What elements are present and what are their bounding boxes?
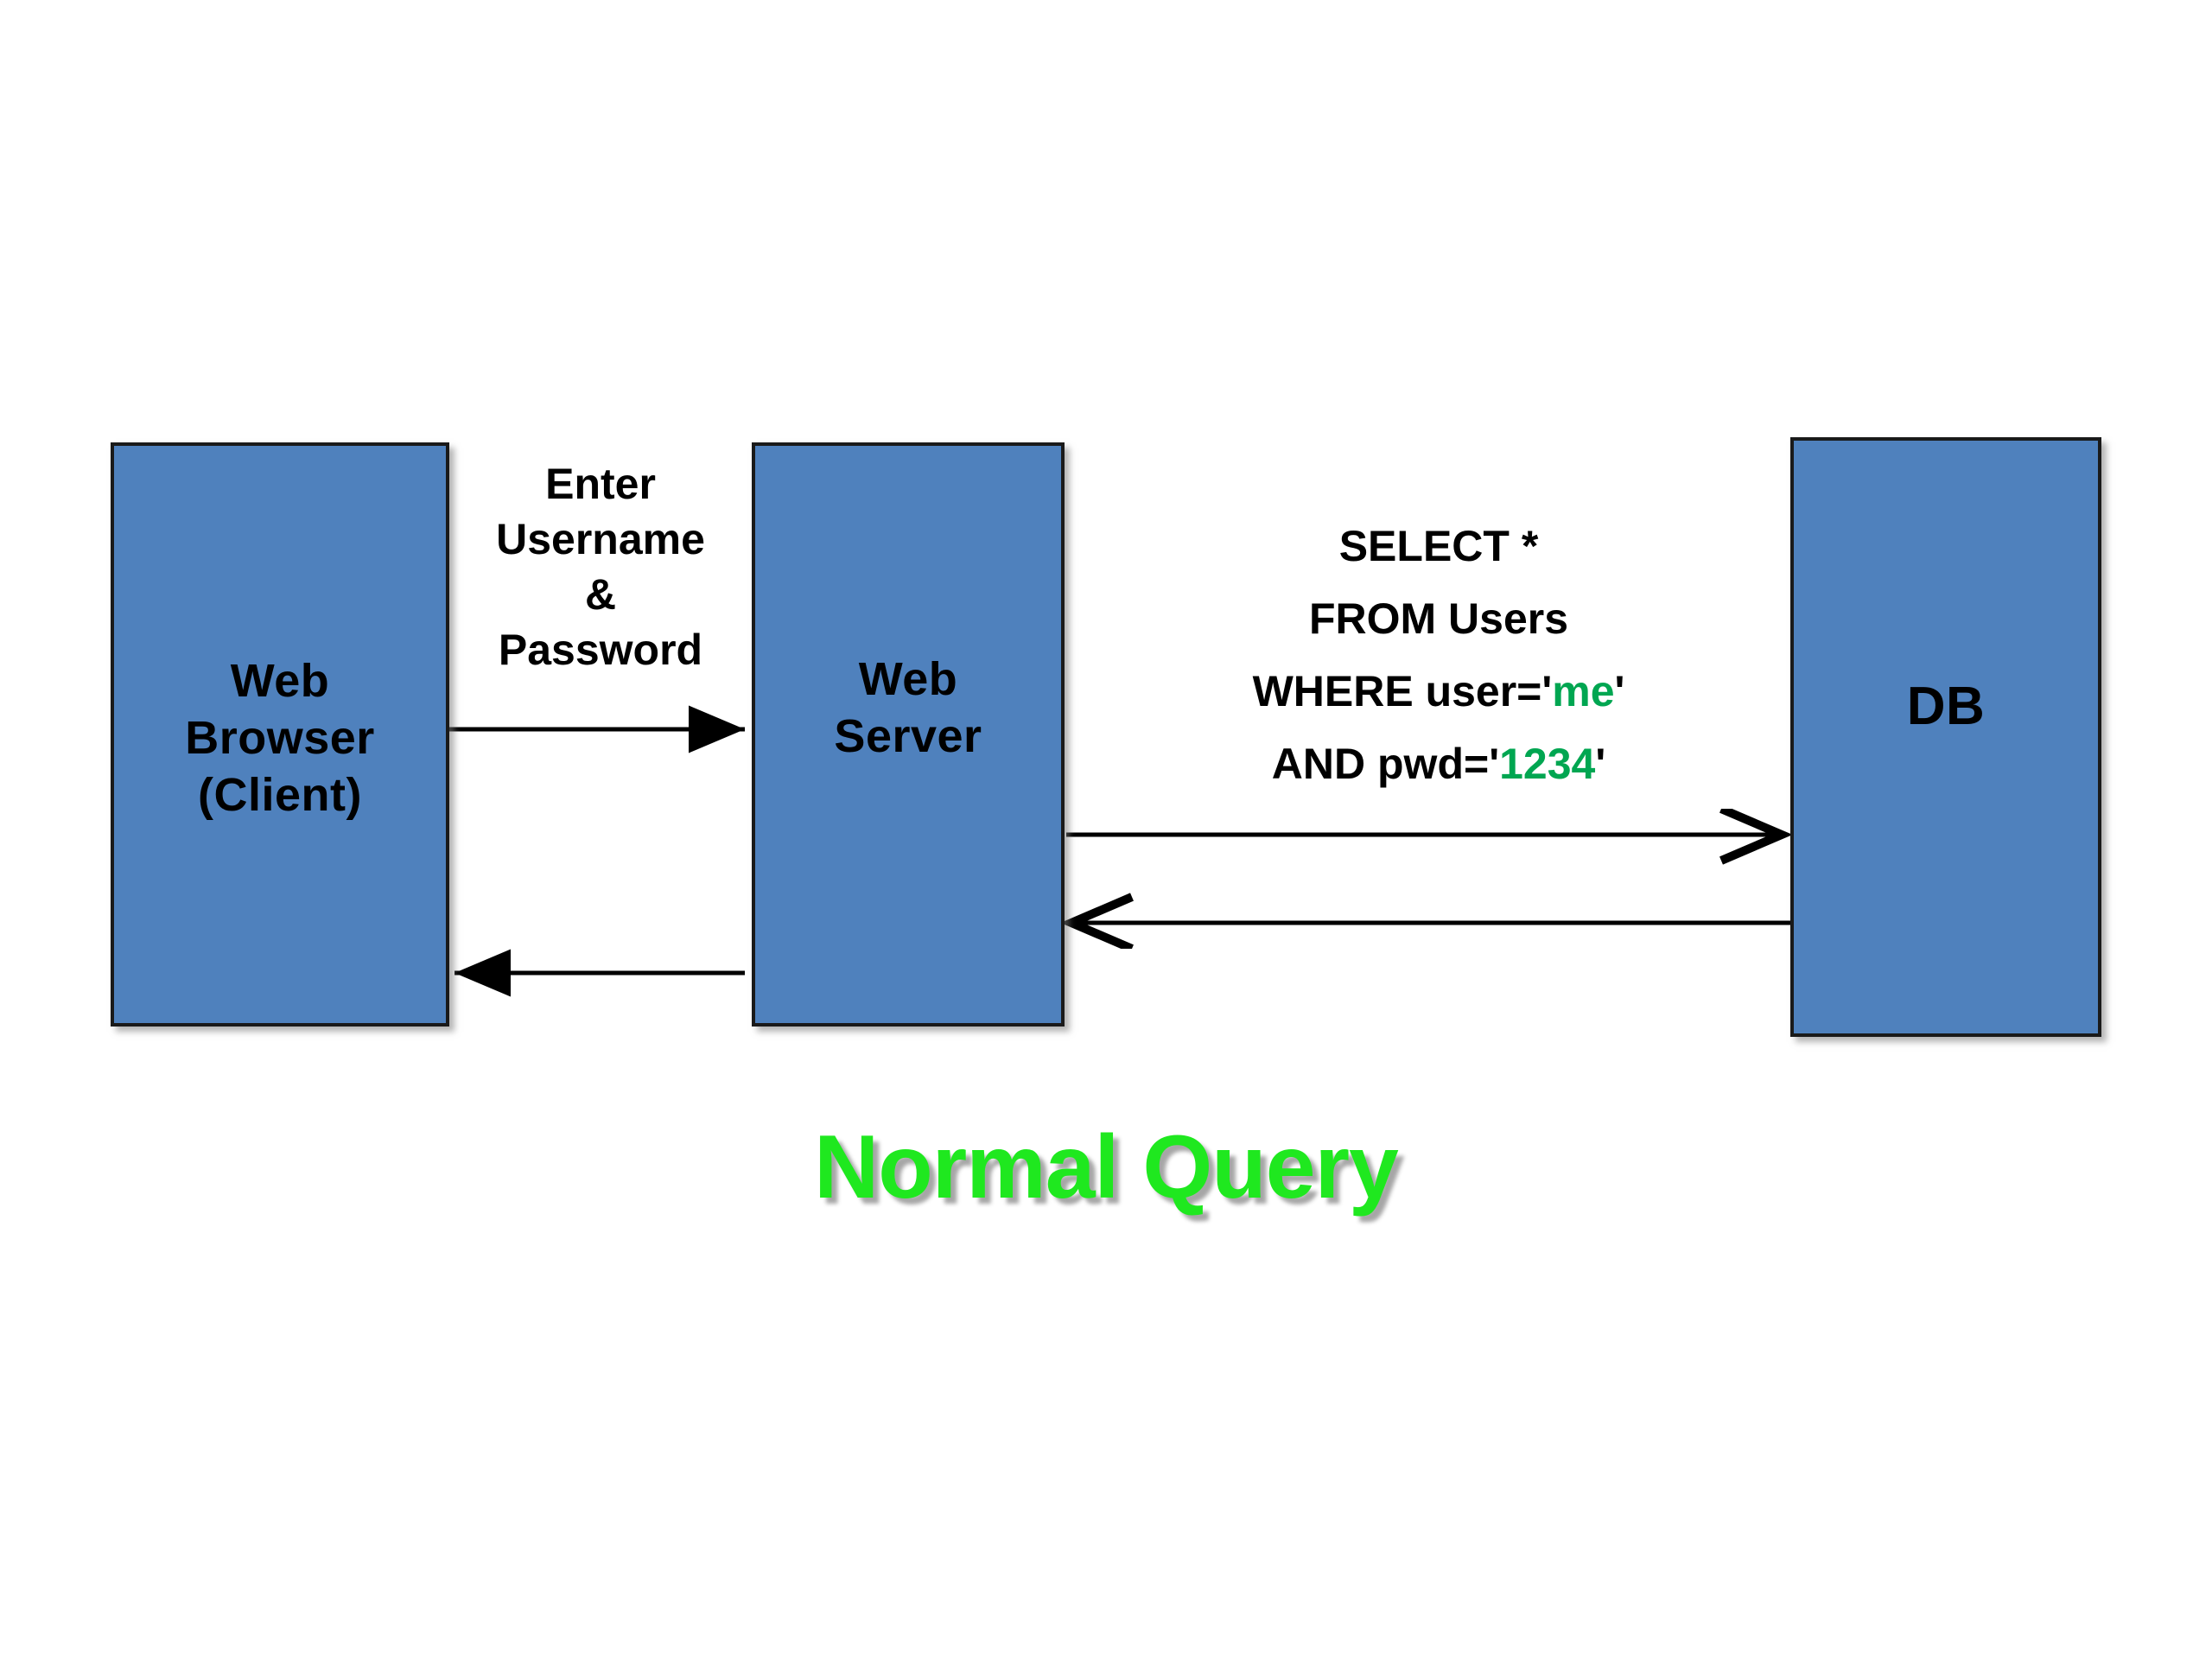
edge-label-sql-query: SELECT * FROM Users WHERE user='me' AND … <box>1154 510 1724 800</box>
sql-line-and: AND pwd='1234' <box>1154 728 1724 800</box>
node-web-browser-label: Web Browser (Client) <box>185 653 375 824</box>
node-database[interactable]: DB <box>1790 437 2101 1037</box>
node-web-server-label: Web Server <box>834 652 982 766</box>
sql-and-suffix: ' <box>1595 740 1606 788</box>
sql-and-prefix: AND pwd=' <box>1271 740 1500 788</box>
node-database-label: DB <box>1907 674 1986 740</box>
diagram-caption: Normal Query <box>814 1117 1399 1217</box>
node-client-line-2: Browser <box>185 712 375 765</box>
sql-where-prefix: WHERE user=' <box>1252 667 1553 715</box>
sql-line-from: FROM Users <box>1308 594 1569 643</box>
credentials-line-3: & <box>584 570 617 619</box>
credentials-line-2: Username <box>496 515 705 563</box>
node-server-line-1: Web <box>858 653 958 706</box>
sql-where-suffix: ' <box>1614 667 1625 715</box>
node-server-line-2: Server <box>834 710 982 762</box>
node-client-line-3: (Client) <box>198 768 362 821</box>
sql-where-value: me <box>1552 667 1615 715</box>
sql-line-select: SELECT * <box>1338 522 1539 570</box>
edge-label-credentials: Enter Username & Password <box>449 456 752 677</box>
node-db-line-1: DB <box>1906 677 1986 737</box>
credentials-line-1: Enter <box>545 460 656 508</box>
sql-line-where: WHERE user='me' <box>1154 655 1724 728</box>
node-web-server[interactable]: Web Server <box>752 442 1065 1027</box>
node-web-browser-client[interactable]: Web Browser (Client) <box>111 442 449 1027</box>
node-client-line-1: Web <box>230 655 330 708</box>
sql-and-value: 1234 <box>1499 740 1596 788</box>
credentials-line-4: Password <box>498 626 703 674</box>
